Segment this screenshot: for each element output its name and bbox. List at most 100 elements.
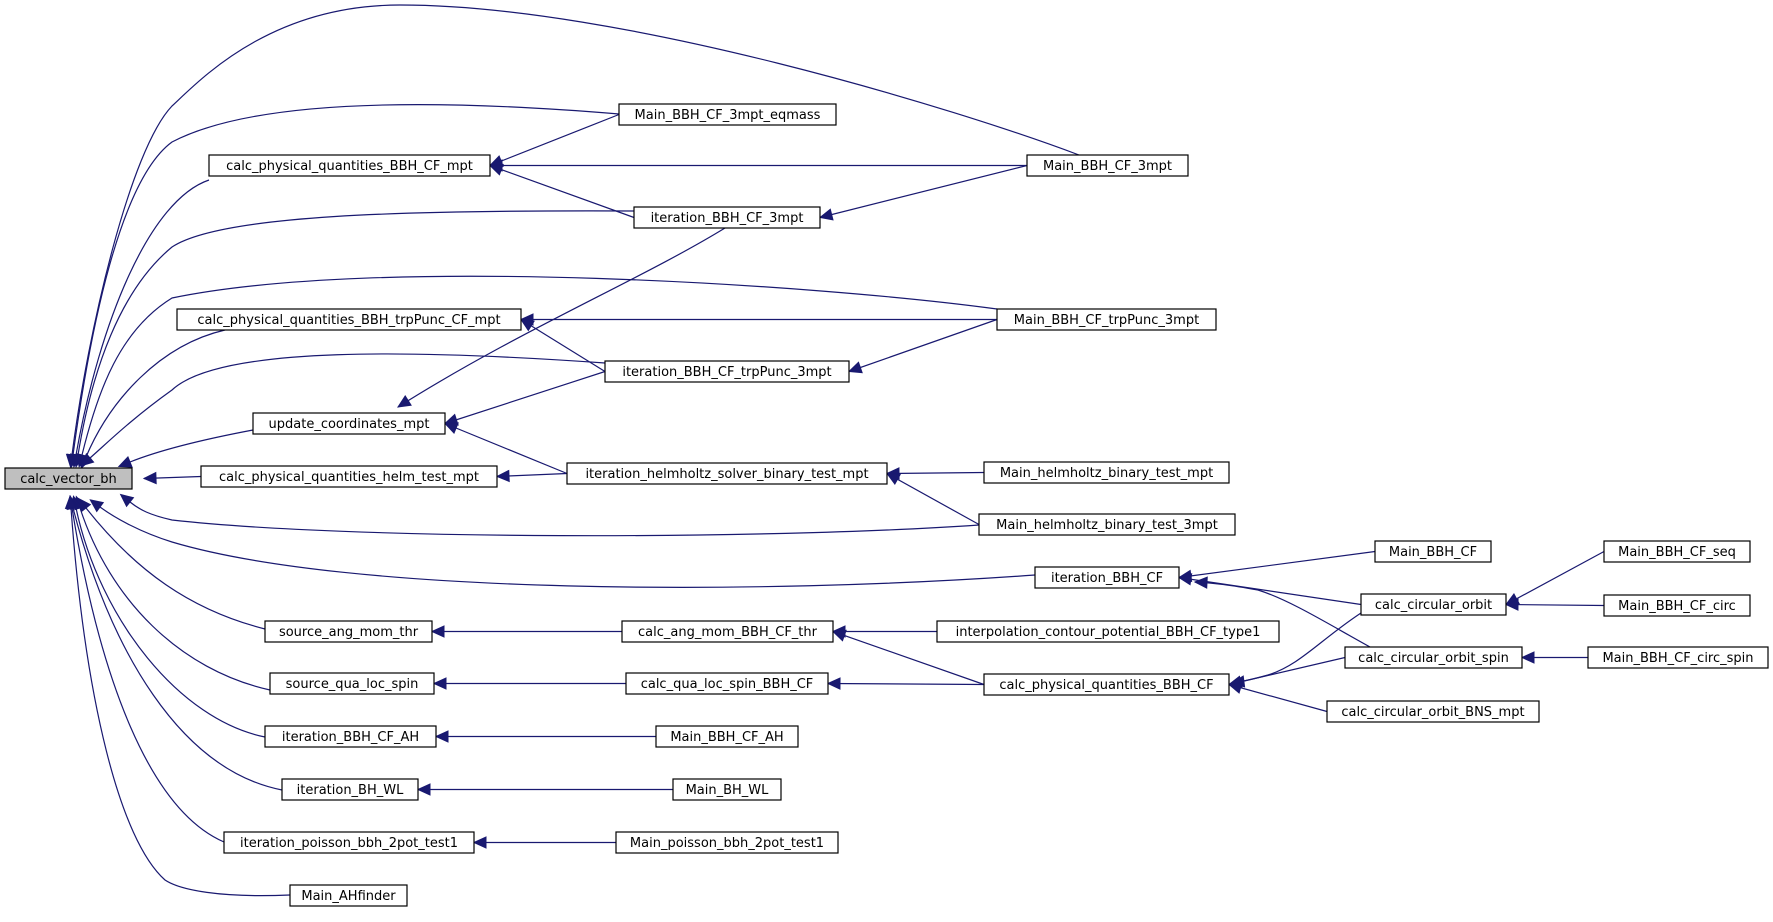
edge-line (489, 113, 620, 167)
edge-line (71, 4, 1080, 456)
node-calc-circular-orbit[interactable]: calc_circular_orbit (1360, 593, 1507, 616)
node-label: iteration_helmholtz_solver_binary_test_m… (585, 467, 868, 482)
node-label: iteration_BH_WL (297, 783, 404, 798)
node-main-bbh-cf-3mpt[interactable]: Main_BBH_CF_3mpt (1026, 154, 1189, 177)
node-update-coordinates-mpt[interactable]: update_coordinates_mpt (252, 412, 446, 435)
node-box (1603, 540, 1751, 563)
edge-iteration-helmholtz-solver-binary-test-mpt-to-update-coordinates-mpt (443, 422, 568, 475)
arrowhead (885, 472, 901, 486)
node-box (1026, 154, 1189, 177)
edge-line (444, 422, 568, 475)
node-label: Main_BBH_CF_trpPunc_3mpt (1014, 313, 1199, 328)
node-source-qua-loc-spin[interactable]: source_qua_loc_spin (269, 672, 435, 695)
node-main-bh-wl[interactable]: Main_BH_WL (672, 778, 782, 801)
node-iteration-bh-wl[interactable]: iteration_BH_WL (281, 778, 419, 801)
edge-calc-qua-loc-spin-bbh-cf-to-source-qua-loc-spin (432, 677, 626, 690)
node-label: Main_BBH_CF_3mpt_eqmass (635, 108, 821, 123)
arrowhead (430, 625, 445, 638)
node-label: interpolation_contour_potential_BBH_CF_t… (956, 625, 1261, 640)
node-main-poisson-bbh-2pot-test1[interactable]: Main_poisson_bbh_2pot_test1 (615, 831, 839, 854)
node-label: calc_qua_loc_spin_BBH_CF (641, 677, 814, 692)
node-calc-ang-mom-bbh-cf-thr[interactable]: calc_ang_mom_BBH_CF_thr (621, 620, 834, 643)
node-calc-physical-quantities-bbh-cf-mpt[interactable]: calc_physical_quantities_BBH_CF_mpt (208, 154, 491, 177)
node-label: source_ang_mom_thr (279, 625, 419, 640)
edge-line (71, 507, 225, 843)
node-label: Main_helmholtz_binary_test_3mpt (996, 518, 1218, 533)
node-box (618, 103, 837, 126)
node-label: calc_circular_orbit_spin (1358, 651, 1509, 666)
node-main-bbh-cf[interactable]: Main_BBH_CF (1374, 540, 1492, 563)
node-iteration-bbh-cf-ah[interactable]: iteration_BBH_CF_AH (264, 725, 437, 748)
edge-line (75, 507, 266, 738)
edge-iteration-bbh-cf-trppunc-3mpt-to-update-coordinates-mpt (443, 370, 606, 426)
node-box (1603, 594, 1751, 617)
node-iteration-bbh-cf-trppunc-3mpt[interactable]: iteration_BBH_CF_trpPunc_3mpt (604, 360, 850, 383)
node-box (264, 620, 433, 643)
node-label: iteration_BBH_CF (1051, 571, 1163, 586)
node-box (936, 620, 1280, 643)
node-box (223, 831, 475, 854)
node-box (604, 360, 850, 383)
node-box (200, 465, 498, 488)
node-calc-circular-orbit-spin[interactable]: calc_circular_orbit_spin (1344, 646, 1523, 669)
edge-calc-ang-mom-bbh-cf-thr-to-source-ang-mom-thr (430, 625, 622, 638)
edge-main-helmholtz-binary-test-3mpt-to-iteration-helmholtz-solver-binary-test-mpt (885, 472, 980, 526)
node-iteration-bbh-cf-3mpt[interactable]: iteration_BBH_CF_3mpt (633, 206, 821, 229)
node-main-bbh-cf-seq[interactable]: Main_BBH_CF_seq (1603, 540, 1751, 563)
node-main-ahfinder[interactable]: Main_AHfinder (289, 884, 408, 907)
node-box (672, 778, 782, 801)
node-main-bbh-cf-3mpt-eqmass[interactable]: Main_BBH_CF_3mpt_eqmass (618, 103, 837, 126)
edge-main-bbh-cf-trppunc-3mpt-to-iteration-bbh-cf-trppunc-3mpt (847, 318, 998, 374)
edge-main-bbh-cf-3mpt-to-calc-vector-bh (65, 4, 1080, 469)
arrowhead (396, 395, 412, 408)
node-label: Main_BBH_CF_seq (1618, 545, 1736, 560)
node-calc-vector-bh[interactable]: calc_vector_bh (4, 467, 133, 490)
arrowhead (142, 471, 157, 485)
node-iteration-bbh-cf[interactable]: iteration_BBH_CF (1034, 566, 1180, 589)
node-box (289, 884, 408, 907)
node-main-helmholtz-binary-test-3mpt[interactable]: Main_helmholtz_binary_test_3mpt (978, 513, 1236, 536)
edge-calc-circular-orbit-bns-mpt-to-calc-physical-quantities-bbh-cf (1227, 681, 1328, 713)
node-main-bbh-cf-circ[interactable]: Main_BBH_CF_circ (1603, 594, 1751, 617)
node-label: iteration_BBH_CF_AH (282, 730, 419, 745)
arrowhead (831, 629, 847, 642)
edge-line (489, 164, 635, 219)
arrowhead (1520, 651, 1535, 664)
node-box (1034, 566, 1180, 589)
edge-main-bbh-cf-seq-to-calc-circular-orbit (1504, 550, 1605, 606)
node-box (1344, 646, 1523, 669)
edge-line (1228, 656, 1346, 686)
node-main-bbh-cf-circ-spin[interactable]: Main_BBH_CF_circ_spin (1587, 646, 1769, 669)
node-calc-physical-quantities-bbh-trppunc-cf-mpt[interactable]: calc_physical_quantities_BBH_trpPunc_CF_… (176, 308, 522, 331)
node-iteration-helmholtz-solver-binary-test-mpt[interactable]: iteration_helmholtz_solver_binary_test_m… (566, 462, 888, 485)
node-interpolation-contour-potential-bbh-cf-type1[interactable]: interpolation_contour_potential_BBH_CF_t… (936, 620, 1280, 643)
node-calc-physical-quantities-helm-test-mpt[interactable]: calc_physical_quantities_helm_test_mpt (200, 465, 498, 488)
edge-main-bbh-cf-circ-to-calc-circular-orbit (1504, 598, 1605, 611)
node-main-bbh-cf-trppunc-3mpt[interactable]: Main_BBH_CF_trpPunc_3mpt (996, 308, 1217, 331)
arrowhead (1193, 576, 1208, 589)
node-box (983, 673, 1230, 696)
node-source-ang-mom-thr[interactable]: source_ang_mom_thr (264, 620, 433, 643)
arrowhead (1177, 573, 1193, 586)
node-iteration-poisson-bbh-2pot-test1[interactable]: iteration_poisson_bbh_2pot_test1 (223, 831, 475, 854)
node-calc-qua-loc-spin-bbh-cf[interactable]: calc_qua_loc_spin_BBH_CF (625, 672, 829, 695)
edge-line (129, 501, 980, 537)
node-box (281, 778, 419, 801)
node-box (1587, 646, 1769, 669)
edge-line (520, 318, 606, 373)
node-box (996, 308, 1217, 331)
edge-line (72, 507, 283, 791)
edge-iteration-bbh-cf-ah-to-calc-vector-bh (69, 495, 266, 738)
node-main-bbh-cf-ah[interactable]: Main_BBH_CF_AH (655, 725, 799, 748)
node-label: Main_BBH_CF (1389, 545, 1477, 560)
node-label: Main_BH_WL (686, 783, 770, 798)
node-calc-physical-quantities-bbh-cf[interactable]: calc_physical_quantities_BBH_CF (983, 673, 1230, 696)
edge-update-coordinates-mpt-to-calc-vector-bh (117, 429, 254, 468)
node-main-helmholtz-binary-test-mpt[interactable]: Main_helmholtz_binary_test_mpt (983, 461, 1230, 484)
edge-iteration-bbh-cf-to-calc-vector-bh (89, 499, 1036, 588)
arrowhead (119, 493, 135, 508)
arrowhead (64, 494, 78, 509)
node-calc-circular-orbit-bns-mpt[interactable]: calc_circular_orbit_BNS_mpt (1326, 700, 1540, 723)
arrowhead (1227, 681, 1243, 694)
edge-calc-physical-quantities-helm-test-mpt-to-calc-vector-bh (142, 471, 202, 485)
